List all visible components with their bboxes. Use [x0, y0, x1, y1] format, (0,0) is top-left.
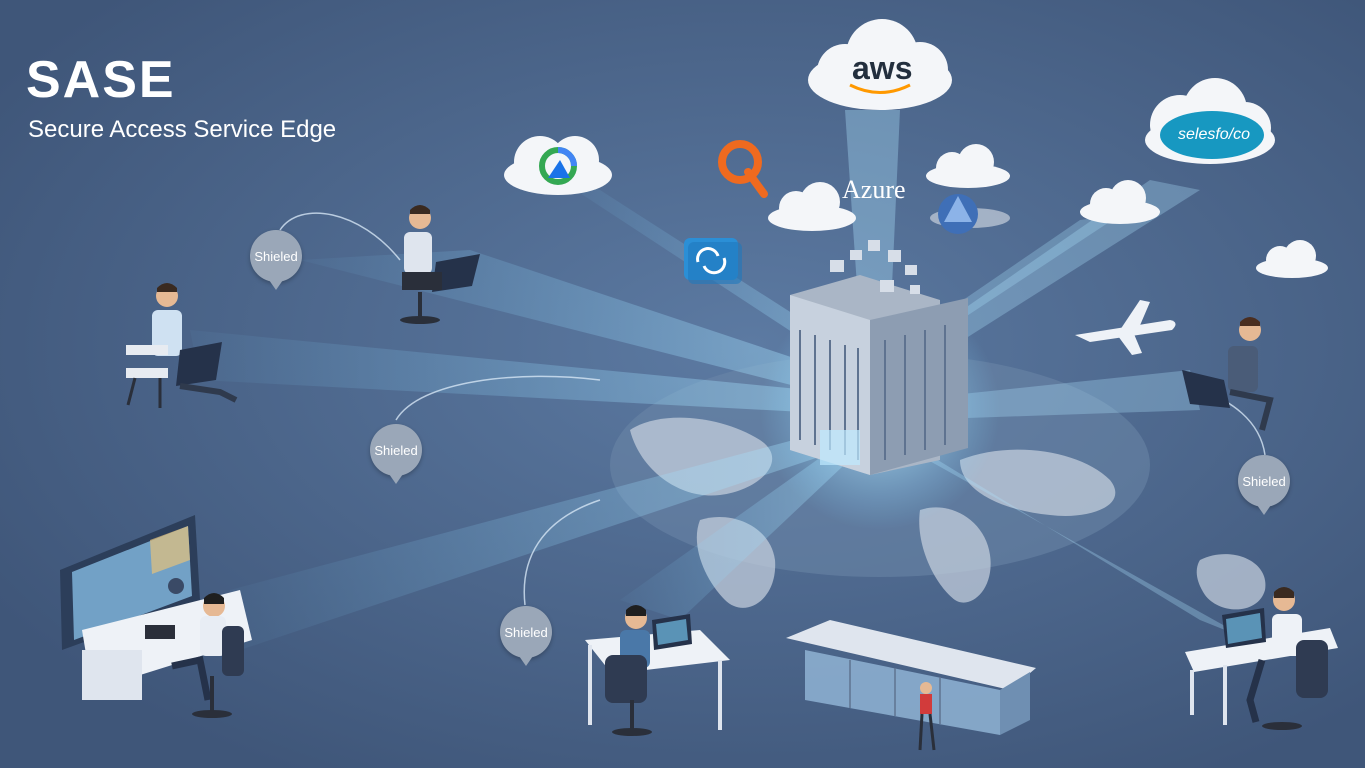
shield-pin-icon: Shieled: [370, 424, 422, 484]
azure-logo-icon: [938, 194, 978, 234]
airplane-icon: [1075, 300, 1176, 355]
shield-pin-icon: Shieled: [500, 606, 552, 666]
page-title: SASE: [26, 51, 176, 109]
q-logo-icon: [718, 140, 768, 198]
small-cloud-4: [1256, 240, 1328, 278]
shield-pin-icon: Shieled: [250, 230, 302, 290]
sync-app-icon: [684, 238, 742, 284]
user-laptop-icon: [126, 283, 238, 408]
workstation-icon: [1185, 587, 1338, 730]
small-cloud-2: [768, 182, 856, 231]
salesforce-label: selesfo/co: [1178, 126, 1251, 143]
branch-office-icon: [786, 620, 1036, 751]
workstation-icon: [60, 515, 252, 718]
azure-label: Azure: [842, 175, 906, 204]
small-cloud-3: [1080, 180, 1160, 224]
user-laptop-icon: [400, 205, 480, 324]
workstation-icon: [585, 605, 730, 736]
aws-smile-icon: [849, 83, 911, 94]
small-cloud-1: [926, 144, 1010, 188]
aws-cloud: [808, 19, 952, 110]
google-logo-icon: [539, 147, 577, 185]
shield-pin-icon: Shieled: [1238, 455, 1290, 515]
office-building-icon: [790, 240, 968, 475]
user-laptop-icon: [1182, 317, 1274, 431]
aws-label: aws: [852, 50, 913, 86]
page-subtitle: Secure Access Service Edge: [28, 116, 337, 143]
salesforce-logo-icon: [1160, 111, 1264, 159]
